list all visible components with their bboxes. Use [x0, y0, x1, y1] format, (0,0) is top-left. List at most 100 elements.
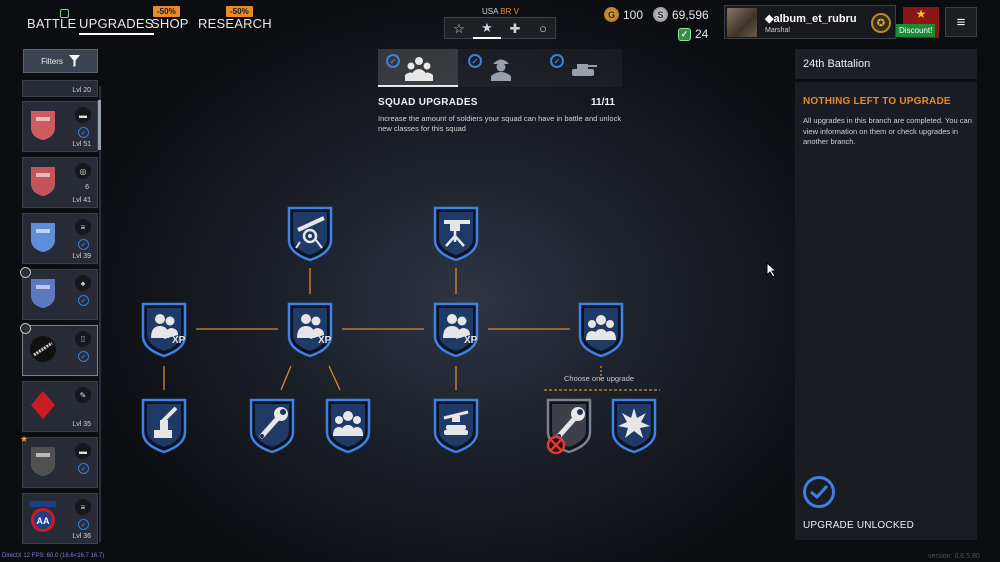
upgrade-unlocked-check-icon [803, 476, 835, 508]
squad-upgrades-title: SQUAD UPGRADES [378, 97, 478, 108]
check-icon: ✓ [78, 127, 89, 138]
rank-badge-icon: ✪ [871, 13, 891, 33]
upgrade-node[interactable] [248, 398, 296, 454]
squad-emblem-icon [31, 223, 55, 252]
squad-emblem-icon [31, 391, 55, 419]
svg-text:XP: XP [464, 335, 478, 346]
tank-icon: ▬ [75, 107, 91, 123]
silver-amount: 69,596 [672, 7, 709, 22]
soldier-upgrades-icon [491, 59, 511, 81]
connector-line [328, 365, 341, 391]
radio-icon: ◎ [75, 163, 91, 179]
tier-selector: ☆ ★ ✚ ○ [444, 17, 556, 39]
nav-tab-upgrades[interactable]: UPGRADES [79, 16, 154, 35]
sidebar-scrollbar[interactable] [99, 86, 101, 542]
nation-br-label: USA BR V [482, 7, 519, 16]
squad-card[interactable]: ≡ ✓ Lvl 39 [22, 213, 98, 264]
squad-emblem-icon: AA [30, 501, 56, 532]
squad-upgrades-description: Increase the amount of soldiers your squ… [378, 114, 622, 133]
check-icon: ✓ [78, 351, 89, 362]
upgrade-node[interactable]: XP [140, 302, 188, 358]
filters-button[interactable]: Filters [23, 49, 98, 73]
wrench-icon: ✎ [75, 387, 91, 403]
battalion-name: 24th Battalion [803, 58, 871, 70]
explosion-icon [611, 398, 657, 454]
filters-label: Filters [41, 56, 63, 66]
squad-card[interactable]: ♠✓ [20, 267, 98, 320]
upgrade-node[interactable] [140, 398, 188, 454]
ticket-currency[interactable]: ✓ 24 [678, 27, 708, 41]
squad-level: Lvl 39 [72, 253, 91, 260]
research-discount-badge: -50% [226, 6, 253, 17]
squad-card[interactable]: Lvl 20 [22, 80, 98, 97]
shop-discount-badge: -50% [153, 6, 180, 17]
document-icon: ≡ [75, 499, 91, 515]
engineer-locked-icon [546, 398, 592, 455]
new-indicator-icon [20, 323, 31, 334]
upgrade-node[interactable] [324, 398, 372, 454]
upgrade-node[interactable] [545, 398, 593, 455]
upgrade-unlocked-label: UPGRADE UNLOCKED [803, 520, 914, 531]
upgrade-node[interactable]: XP [432, 302, 480, 358]
aa-gun-icon [141, 398, 187, 454]
squad-card[interactable]: AA≡✓Lvl 36 [22, 493, 98, 544]
squad-card[interactable]: ✎Lvl 35 [22, 381, 98, 432]
squad-emblem-icon [31, 279, 55, 308]
nav-tab-research[interactable]: RESEARCH [198, 16, 272, 31]
discount-label[interactable]: Discount! [896, 24, 936, 37]
profile-panel[interactable]: ◆album_et_rubru Marshal ✪ [724, 5, 896, 39]
engineer-icon [249, 398, 295, 454]
check-icon: ✓ [78, 239, 89, 250]
squad-card[interactable]: ▬✓★ [20, 434, 98, 488]
nav-tab-battle[interactable]: BATTLE [27, 16, 77, 31]
squad-emblem-icon [31, 167, 55, 196]
squad-xp-icon: XP [433, 302, 479, 358]
menu-button[interactable]: ≡ [945, 7, 977, 37]
star-outline-icon[interactable]: ☆ [453, 20, 465, 36]
squad-card[interactable]: ⁞⁞ ✓ [20, 323, 98, 376]
ticket-icon: ✓ [678, 27, 691, 41]
new-indicator-icon [20, 267, 31, 278]
tab-squad-upgrades[interactable]: ✓ [378, 49, 458, 87]
squad-card[interactable]: ▬✓Lvl 51 [22, 101, 98, 152]
squad-xp-icon: XP [141, 302, 187, 358]
gold-currency[interactable]: G 100 [604, 7, 643, 22]
squad-emblem-icon [31, 447, 55, 476]
squad-icon: ⁞⁞ [75, 331, 91, 347]
tree-connectors [163, 268, 660, 391]
document-icon: ≡ [75, 219, 91, 235]
tab-soldier-upgrades[interactable]: ✓ [460, 49, 540, 87]
check-icon: ✓ [550, 54, 564, 68]
gold-amount: 100 [623, 7, 644, 22]
cross-icon[interactable]: ✚ [509, 20, 521, 36]
nav-tab-shop[interactable]: SHOP [151, 16, 189, 31]
check-icon: ✓ [78, 519, 89, 530]
upgrade-node[interactable]: XP [286, 302, 334, 358]
silver-currency[interactable]: S 69,596 [653, 7, 709, 22]
upgrade-node[interactable] [432, 398, 480, 454]
check-icon: ✓ [386, 54, 400, 68]
upgrade-status-text: All upgrades in this branch are complete… [803, 116, 972, 146]
machine-gunner-icon [433, 398, 479, 454]
upgrade-node[interactable] [432, 206, 480, 262]
tank-icon: ▬ [75, 443, 91, 459]
ticket-amount: 24 [695, 27, 709, 41]
upgrade-node[interactable] [286, 206, 334, 262]
connector-line [280, 365, 292, 391]
artillery-icon [287, 206, 333, 262]
squad-size-icon [578, 302, 624, 358]
circle-icon[interactable]: ○ [539, 21, 547, 36]
tab-vehicle-upgrades[interactable]: ✓ [542, 49, 622, 87]
battle-rating: BR V [500, 7, 519, 16]
star-filled-icon[interactable]: ★ [473, 18, 501, 39]
player-name: ◆album_et_rubru [765, 13, 857, 25]
version-label: version: 0.6.5.80 [928, 553, 980, 560]
upgrade-info-panel: NOTHING LEFT TO UPGRADE All upgrades in … [795, 82, 977, 540]
upgrade-node[interactable] [577, 302, 625, 358]
squad-emblem-icon [30, 336, 56, 362]
squad-xp-icon: XP [287, 302, 333, 358]
squad-count: 6 [85, 184, 89, 191]
sidebar-scroll-thumb[interactable] [98, 100, 101, 150]
upgrade-node[interactable] [610, 398, 658, 454]
